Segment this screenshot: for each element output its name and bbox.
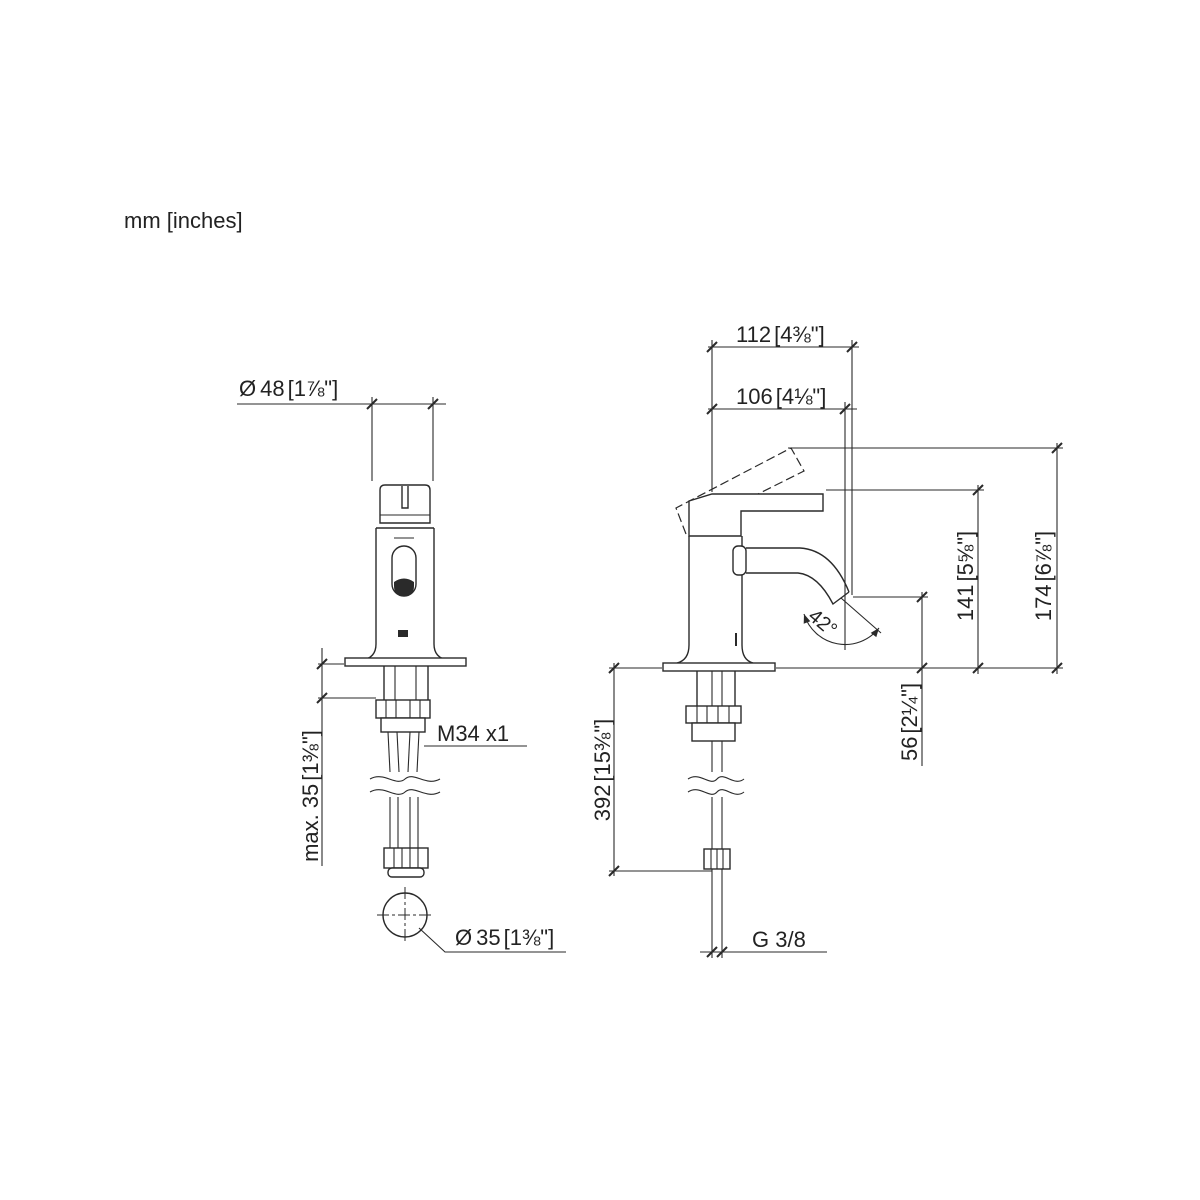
dimension-inch: [1⅜"]	[298, 730, 323, 781]
tick-mark	[706, 946, 718, 958]
tick-mark	[846, 341, 858, 353]
tick-mark	[916, 662, 928, 674]
dimension-mm: 35	[476, 925, 500, 950]
outlet-axis-line	[840, 597, 882, 634]
faucet-body	[676, 536, 754, 664]
logo-mark	[398, 630, 408, 637]
dimension-mm: 48	[260, 376, 284, 401]
base-plate	[662, 662, 776, 672]
spout	[746, 547, 850, 606]
lever-handle	[379, 484, 431, 524]
dimension-inch: [2¼"]	[897, 683, 922, 734]
thread-ring	[691, 722, 736, 742]
dimension-label: 174[6⅞"]	[1031, 531, 1056, 621]
dimension-mm: 112	[736, 322, 771, 347]
dimension-label: max. 35 [1⅜"]	[298, 730, 323, 862]
spout-collar	[732, 545, 747, 576]
angle-label: 42°	[804, 605, 841, 641]
connection-label: G 3/8	[752, 927, 806, 952]
tick-mark	[316, 658, 328, 670]
fitting-end	[387, 867, 425, 878]
mounting-nut	[685, 705, 742, 724]
tick-mark	[427, 398, 439, 410]
tick-mark	[706, 403, 718, 415]
dimension-height-outlet: 56 [2¼"]	[897, 591, 928, 766]
mounting-nut	[375, 699, 431, 719]
dimension-label: 392 [15⅜"]	[590, 719, 615, 822]
dimension-label: 106[4⅛"]	[736, 384, 826, 409]
dimension-inch: [4⅛"]	[776, 384, 827, 409]
dimension-inch: [6⅞"]	[1031, 531, 1056, 582]
arrow-head	[803, 614, 811, 624]
dimension-projection-outlet: 106[4⅛"]	[706, 384, 857, 650]
tick-mark	[972, 662, 984, 674]
hose-line	[387, 731, 391, 773]
dimension-prefix: max.	[298, 814, 323, 862]
tick-mark	[316, 692, 328, 704]
tick-mark	[916, 591, 928, 603]
thread-label: M34 x1	[437, 721, 509, 746]
dimension-mm: 56	[897, 737, 922, 761]
thread-ring	[380, 717, 426, 733]
break-line	[687, 776, 745, 782]
diameter-symbol: Ø	[455, 925, 472, 950]
dimension-connection-thread: G 3/8	[700, 927, 827, 958]
hose-line	[396, 731, 400, 773]
break-line	[687, 789, 745, 795]
dimension-label: 112[4⅜"]	[736, 322, 825, 347]
dimension-mm: 35	[298, 784, 323, 808]
dimension-mm: 174	[1031, 584, 1056, 621]
dimension-counter-thickness: max. 35 [1⅜"]	[298, 648, 376, 866]
base-plate	[344, 657, 467, 667]
dimension-inch: [15⅜"]	[590, 719, 615, 782]
tick-mark	[366, 398, 378, 410]
dimension-mm: 141	[953, 584, 978, 621]
tick-mark	[1051, 442, 1063, 454]
units-note: mm [inches]	[124, 208, 243, 233]
dimension-inch: [5⅝"]	[953, 531, 978, 582]
tick-mark	[972, 484, 984, 496]
hose-line	[416, 731, 420, 773]
aerator	[394, 578, 414, 596]
dimension-hose-length: 392 [15⅜"]	[590, 662, 712, 877]
tick-mark	[608, 865, 620, 877]
tick-mark	[716, 946, 728, 958]
dimension-projection-overall: 112[4⅜"]	[706, 322, 859, 595]
tick-mark	[1051, 662, 1063, 674]
dimension-label: 141[5⅝"]	[953, 531, 978, 621]
diameter-symbol: Ø	[239, 376, 256, 401]
side-view: 112[4⅜"] 106[4⅛"] 174[6⅞"] 141[5⅝"]	[590, 322, 1063, 958]
leader-line	[418, 927, 566, 953]
dimension-mm: 392	[590, 785, 615, 822]
hose-line	[407, 731, 411, 773]
tick-mark	[608, 662, 620, 674]
lever-notch	[401, 486, 409, 509]
arrow-head	[870, 628, 879, 638]
dimension-height-lever-open: 174[6⅞"]	[1031, 442, 1063, 674]
dimension-height-lever: 141[5⅝"]	[953, 484, 984, 674]
angle-arc	[803, 613, 880, 645]
dimension-inch: [4⅜"]	[774, 322, 825, 347]
dimension-inch: [1⅜"]	[504, 925, 555, 950]
break-line	[369, 776, 441, 782]
lever-handle	[688, 493, 824, 537]
tick-mark	[706, 341, 718, 353]
tick-mark	[839, 403, 851, 415]
dimension-inch: [1⅞"]	[288, 376, 339, 401]
dimension-mm: 106	[736, 384, 773, 409]
dimension-label: 56 [2¼"]	[897, 683, 922, 761]
hose-fitting	[383, 847, 429, 869]
break-line	[369, 789, 441, 795]
lever-open-position	[675, 447, 805, 535]
